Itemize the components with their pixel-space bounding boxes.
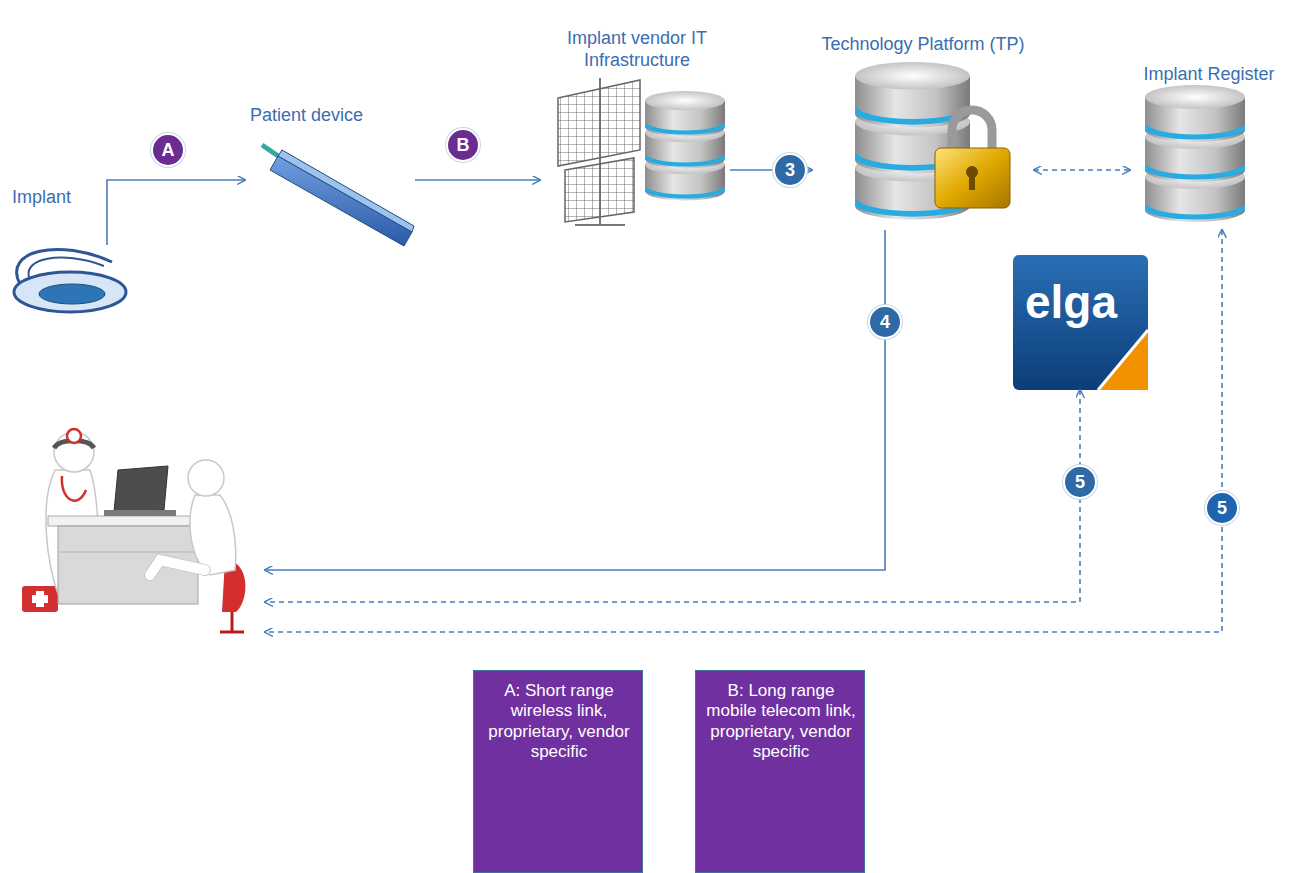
- device-node: Patient device: [245, 105, 415, 250]
- doctor-illustration: [32, 595, 48, 603]
- lock-icon: [952, 110, 992, 152]
- antenna-icon: [558, 80, 640, 166]
- dashed-connector: [1034, 169, 1130, 171]
- legend-box: A: Short range wireless link, proprietar…: [473, 670, 643, 873]
- antenna-icon: [575, 224, 625, 226]
- database-icon: [645, 62, 1245, 222]
- doctor-illustration: [150, 560, 205, 575]
- implant-icon: [39, 284, 105, 304]
- implant-node: Implant: [8, 245, 133, 315]
- patient-device-icon: [278, 150, 414, 232]
- dashed-connector: [265, 230, 1222, 632]
- doctor-illustration: [114, 466, 168, 512]
- implant-icon: [14, 272, 126, 312]
- connector: [415, 179, 540, 181]
- connector: [107, 180, 245, 245]
- callout-number: A: [151, 133, 185, 167]
- dashed-connector: [265, 390, 1080, 602]
- doctor-illustration: [48, 516, 208, 526]
- node-label: Implant vendor IT Infrastructure: [562, 28, 712, 71]
- callout-number: 5: [1063, 465, 1097, 499]
- node-label: Technology Platform (TP): [812, 34, 1034, 56]
- antenna-icon: [565, 158, 634, 222]
- database-icon: [1145, 85, 1245, 222]
- node-label: Implant Register: [1130, 64, 1288, 86]
- doctor-illustration: [62, 476, 86, 501]
- lock-icon: [969, 174, 975, 190]
- doctor-node: [10, 420, 265, 640]
- doctor-illustration: [22, 586, 58, 612]
- callout-number: B: [446, 128, 480, 162]
- node-label: Patient device: [250, 105, 410, 127]
- register-node: Implant Register: [1130, 64, 1288, 230]
- logo-text: elga: [1025, 275, 1140, 330]
- doctor-illustration: [67, 429, 81, 443]
- node-label: Implant: [12, 187, 122, 209]
- patient-device-icon: [270, 156, 412, 246]
- callout-number: 4: [868, 305, 902, 339]
- elga-node: elga: [1013, 255, 1148, 390]
- vendor-node: Implant vendor IT Infrastructure: [540, 28, 730, 228]
- legend-text: A: Short range wireless link, proprietar…: [482, 681, 636, 763]
- doctor-illustration: [22, 429, 245, 632]
- doctor-illustration: [231, 612, 234, 632]
- legend-box: B: Long range mobile telecom link, propr…: [695, 670, 865, 873]
- lock-icon: [935, 148, 1010, 208]
- doctor-illustration: [58, 552, 198, 553]
- doctor-illustration: [220, 631, 244, 634]
- callout-number: 5: [1205, 491, 1239, 525]
- doctor-illustration: [188, 460, 224, 496]
- elga-logo: [1013, 255, 1148, 390]
- legend-text: B: Long range mobile telecom link, propr…: [704, 681, 858, 763]
- antenna-icon: [558, 78, 640, 226]
- elga-logo: [1098, 330, 1148, 390]
- doctor-illustration: [104, 510, 176, 516]
- elga-logo: [1098, 330, 1148, 390]
- platform-node: Technology Platform (TP): [812, 34, 1034, 230]
- lock-icon: [935, 110, 1010, 208]
- implant-icon: [14, 249, 126, 312]
- doctor-illustration: [150, 560, 205, 575]
- callout-number: 3: [773, 153, 807, 187]
- elga-logo: [1013, 255, 1148, 390]
- database-icon: [645, 91, 725, 201]
- connector: [265, 230, 885, 570]
- patient-device-icon: [262, 145, 414, 246]
